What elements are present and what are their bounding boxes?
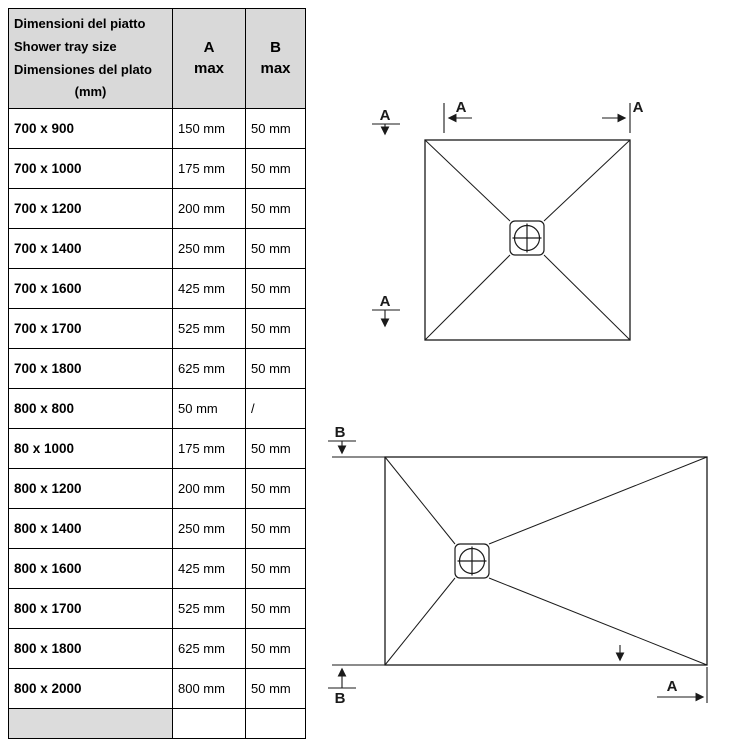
tray-drawings: A A A A bbox=[328, 99, 708, 707]
cell-b-max: 50 mm bbox=[245, 468, 306, 509]
cell-b-max: 50 mm bbox=[245, 668, 306, 709]
rect-tray-drawing bbox=[384, 456, 708, 666]
empty-cell-a bbox=[172, 708, 246, 739]
dim-label-square-inner-left: A bbox=[456, 99, 467, 116]
cell-size: 800 x 800 bbox=[8, 388, 173, 429]
header-b-max-label: max bbox=[260, 59, 291, 77]
cell-a-max: 200 mm bbox=[172, 188, 246, 229]
header-a-letter: A bbox=[203, 39, 215, 57]
cell-b-max: 50 mm bbox=[245, 188, 306, 229]
header-size: Dimensioni del piatto Shower tray size D… bbox=[8, 8, 173, 109]
table-header: Dimensioni del piatto Shower tray size D… bbox=[8, 8, 306, 109]
cell-a-max: 200 mm bbox=[172, 468, 246, 509]
dim-label-rect-bottom-right: A bbox=[667, 678, 678, 695]
cell-size: 800 x 2000 bbox=[8, 668, 173, 709]
empty-cell-b bbox=[245, 708, 306, 739]
rect-tray-outline bbox=[384, 456, 708, 666]
rect-tray-diagonals bbox=[384, 456, 708, 666]
cell-b-max: / bbox=[245, 388, 306, 429]
cell-b-max: 50 mm bbox=[245, 628, 306, 669]
cell-b-max: 50 mm bbox=[245, 508, 306, 549]
cell-size: 800 x 1200 bbox=[8, 468, 173, 509]
header-a-max: A max bbox=[172, 8, 246, 109]
header-a-max-label: max bbox=[193, 59, 225, 77]
cell-size: 700 x 1000 bbox=[8, 148, 173, 189]
header-line-spanish: Dimensiones del plato bbox=[14, 61, 152, 77]
cell-a-max: 50 mm bbox=[172, 388, 246, 429]
header-line-unit: (mm) bbox=[74, 84, 107, 100]
cell-size: 700 x 1400 bbox=[8, 228, 173, 269]
empty-row bbox=[8, 708, 306, 739]
drain-icon bbox=[509, 220, 545, 256]
dim-label-square-mid-left: A bbox=[380, 293, 391, 310]
dim-label-rect-bottom-left: B bbox=[335, 690, 346, 707]
cell-a-max: 425 mm bbox=[172, 548, 246, 589]
cell-a-max: 625 mm bbox=[172, 348, 246, 389]
cell-size: 700 x 1200 bbox=[8, 188, 173, 229]
cell-size: 700 x 900 bbox=[8, 108, 173, 149]
cell-a-max: 250 mm bbox=[172, 508, 246, 549]
cell-b-max: 50 mm bbox=[245, 148, 306, 189]
cell-b-max: 50 mm bbox=[245, 228, 306, 269]
header-line-english: Shower tray size bbox=[14, 38, 117, 54]
table-footer bbox=[8, 708, 306, 739]
cell-b-max: 50 mm bbox=[245, 108, 306, 149]
cell-b-max: 50 mm bbox=[245, 588, 306, 629]
cell-size: 800 x 1400 bbox=[8, 508, 173, 549]
cell-a-max: 625 mm bbox=[172, 628, 246, 669]
cell-a-max: 525 mm bbox=[172, 588, 246, 629]
cell-a-max: 800 mm bbox=[172, 668, 246, 709]
cell-b-max: 50 mm bbox=[245, 308, 306, 349]
square-tray-outline bbox=[424, 139, 631, 341]
cell-a-max: 425 mm bbox=[172, 268, 246, 309]
dimensions-table: Dimensioni del piatto Shower tray size D… bbox=[8, 8, 306, 739]
cell-size: 80 x 1000 bbox=[8, 428, 173, 469]
header-b-letter: B bbox=[270, 39, 281, 57]
cell-size: 800 x 1700 bbox=[8, 588, 173, 629]
dim-label-square-right: A bbox=[633, 99, 644, 116]
cell-a-max: 250 mm bbox=[172, 228, 246, 269]
cell-size: 700 x 1600 bbox=[8, 268, 173, 309]
drain-icon bbox=[454, 543, 490, 579]
header-line-italian: Dimensioni del piatto bbox=[14, 16, 146, 31]
header-row: Dimensioni del piatto Shower tray size D… bbox=[8, 8, 306, 109]
cell-a-max: 150 mm bbox=[172, 108, 246, 149]
rect-tray-dimension-arrows bbox=[328, 440, 708, 703]
square-tray-diagonals bbox=[424, 139, 631, 341]
header-b-max: B max bbox=[245, 8, 306, 109]
cell-a-max: 175 mm bbox=[172, 148, 246, 189]
dim-label-rect-top-left: B bbox=[335, 424, 346, 441]
dim-label-square-far-left: A bbox=[380, 107, 391, 124]
cell-size: 800 x 1600 bbox=[8, 548, 173, 589]
square-tray-dimension-arrows bbox=[372, 103, 631, 328]
cell-size: 700 x 1800 bbox=[8, 348, 173, 389]
cell-b-max: 50 mm bbox=[245, 548, 306, 589]
cell-size: 800 x 1800 bbox=[8, 628, 173, 669]
cell-a-max: 525 mm bbox=[172, 308, 246, 349]
cell-b-max: 50 mm bbox=[245, 268, 306, 309]
square-tray-drawing bbox=[424, 139, 631, 341]
empty-cell-size bbox=[8, 708, 173, 739]
cell-size: 700 x 1700 bbox=[8, 308, 173, 349]
cell-b-max: 50 mm bbox=[245, 348, 306, 389]
cell-a-max: 175 mm bbox=[172, 428, 246, 469]
cell-b-max: 50 mm bbox=[245, 428, 306, 469]
